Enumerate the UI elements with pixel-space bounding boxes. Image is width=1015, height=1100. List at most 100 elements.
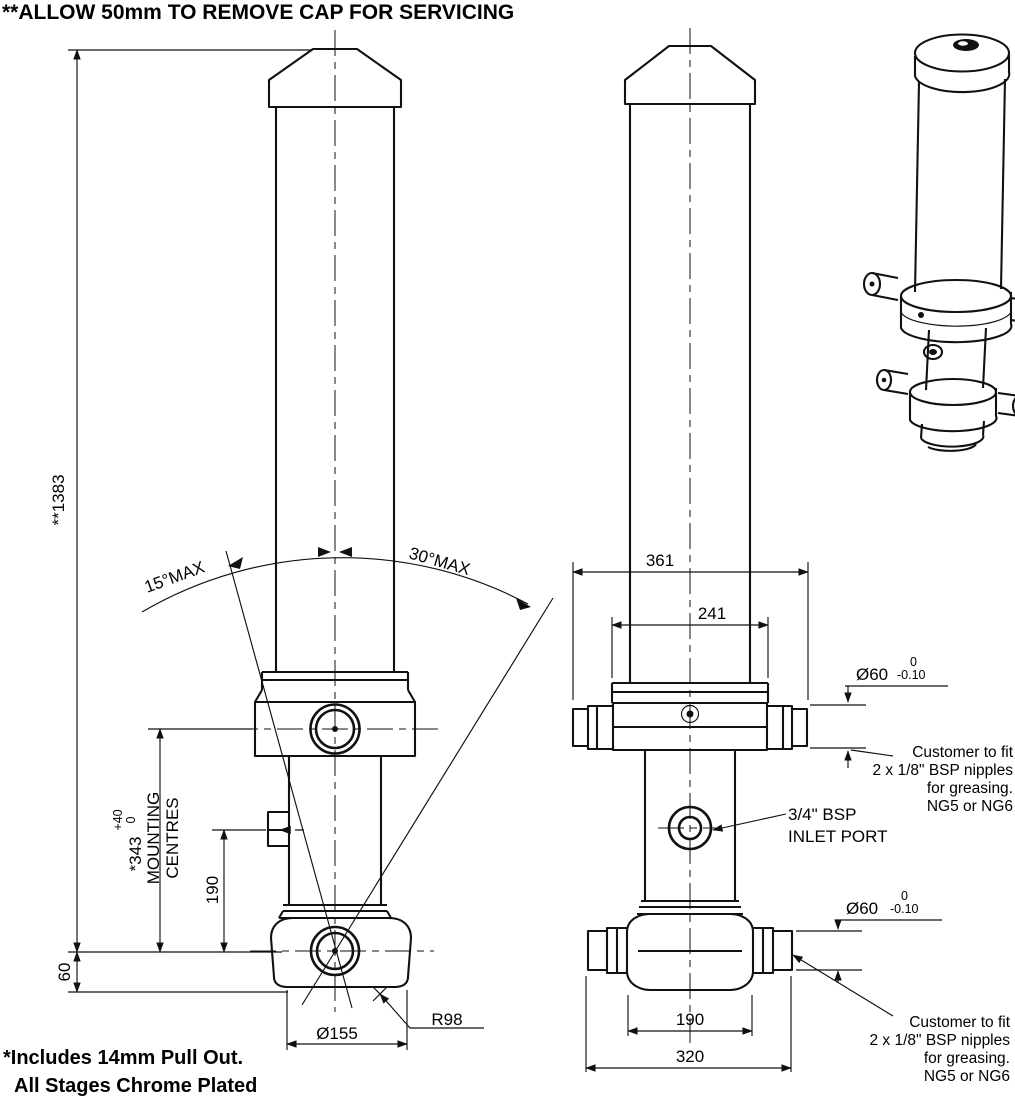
grease-line-2: 2 x 1/8" BSP nipples	[870, 1032, 1011, 1049]
iso-upper-trunnion-rim	[899, 278, 1013, 314]
lug-height-label: 190	[203, 876, 222, 904]
side-view	[232, 30, 444, 1012]
iso-second-tube	[924, 327, 988, 391]
lower-pin-left	[586, 926, 627, 975]
mounting-value: *343	[126, 837, 145, 872]
front-view	[571, 28, 809, 1043]
iso-inlet-hole	[929, 349, 937, 355]
iso-body	[913, 78, 1007, 293]
label-inlet-port: 3/4" BSP INLET PORT	[712, 805, 888, 846]
cylinder-cap	[623, 44, 757, 106]
dim-collar-width: 241	[611, 604, 769, 678]
angle-30-line	[301, 597, 554, 1006]
dim-bottom-outer-width: 320	[585, 976, 792, 1072]
leader-line	[379, 993, 484, 1029]
iso-pin-upper-right-sides	[1009, 296, 1015, 322]
mounting-tol-upper: +40	[111, 809, 125, 830]
lower-collar	[278, 903, 392, 920]
note-grease-lower: Customer to fit 2 x 1/8" BSP nipples for…	[792, 954, 1011, 1085]
dim-bottom-inner-width: 190	[627, 995, 753, 1036]
mounting-lug	[266, 810, 290, 848]
mounting-label-1: MOUNTING	[144, 792, 163, 885]
leader-line	[792, 954, 894, 1017]
collar-width-label: 241	[698, 604, 726, 623]
base-dia-label: Ø155	[316, 1024, 358, 1043]
note-grease-upper: Customer to fit 2 x 1/8" BSP nipples for…	[850, 744, 1014, 815]
arc-arrow-right	[339, 547, 352, 557]
grease-line-3: for greasing.	[924, 1050, 1010, 1067]
isometric-view	[862, 33, 1015, 452]
dim-mounting-centres: +40 0 *343 MOUNTING CENTRES	[111, 728, 252, 953]
angle-left-label: 15°MAX	[142, 558, 207, 597]
iso-lower-trunnion-rim	[908, 377, 998, 407]
trunnion-width-label: 361	[646, 551, 674, 570]
lower-trunnion-block	[625, 912, 755, 992]
guide-collar	[610, 681, 770, 703]
iso-upper-trunnion-band	[900, 307, 1012, 327]
grease-line-1: Customer to fit	[909, 1014, 1010, 1031]
iso-pin-upper-left-sides	[871, 271, 899, 302]
arc-arrow-30	[516, 598, 531, 610]
inlet-port-line-1: 3/4" BSP	[788, 805, 856, 824]
iso-pin-lower-left-dot	[881, 377, 887, 383]
dim-trunnion-width: 361	[572, 551, 809, 700]
lower-pin-right	[753, 926, 794, 975]
iso-upper-trunnion-drum	[899, 292, 1013, 344]
arc-arrow-left	[318, 547, 331, 557]
angle-right-label: 30°MAX	[407, 544, 472, 580]
cylinder-cap	[267, 47, 403, 109]
pin-dia-label: Ø60	[846, 899, 878, 918]
cylinder-tube	[274, 107, 396, 672]
dim-base-height: 60	[55, 951, 288, 993]
grease-line-2: 2 x 1/8" BSP nipples	[873, 762, 1014, 779]
ext-lines	[810, 704, 866, 749]
iso-lower-trunnion-drum	[908, 388, 998, 433]
pin-tol-upper: 0	[901, 889, 908, 903]
bottom-outer-width-label: 320	[676, 1047, 704, 1066]
dim-overall-length: **1383	[49, 49, 313, 953]
ext-lines	[585, 976, 792, 1072]
iso-pin-lower-right	[1011, 397, 1015, 415]
ext-lines	[572, 562, 809, 700]
upper-trunnion-block	[253, 700, 417, 758]
pin-tol-lower: -0.10	[897, 668, 926, 682]
mounting-tol-lower: 0	[124, 816, 138, 823]
base-radius-label: R98	[431, 1010, 462, 1029]
base-height-label: 60	[55, 963, 74, 982]
ext-lines	[796, 930, 862, 971]
leader-line	[850, 749, 894, 757]
mounting-label-2: CENTRES	[163, 797, 182, 878]
ext-lines	[286, 990, 408, 1050]
overall-length-label: **1383	[49, 474, 68, 525]
upper-pin-right	[767, 704, 809, 751]
iso-pin-lower-right-sides	[997, 391, 1015, 417]
leader-line	[712, 813, 787, 832]
iso-cap-hole-highlight	[958, 41, 968, 46]
arc-arrow-15	[228, 557, 243, 569]
grease-line-4: NG5 or NG6	[924, 1068, 1010, 1085]
inlet-port-line-2: INLET PORT	[788, 827, 888, 846]
dim-base-dia: Ø155	[286, 990, 408, 1050]
dim-base-radius: R98	[372, 986, 484, 1029]
note-pullout: *Includes 14mm Pull Out.	[3, 1047, 243, 1069]
dim-pin-dia-lower: Ø60 0 -0.10	[796, 889, 942, 982]
grease-line-1: Customer to fit	[912, 744, 1013, 761]
angle-15-line	[225, 550, 353, 1009]
note-chrome: All Stages Chrome Plated	[14, 1075, 257, 1097]
iso-pin-lower-left-sides	[883, 368, 909, 396]
grease-line-3: for greasing.	[927, 780, 1013, 797]
pin-tol-lower: -0.10	[890, 902, 919, 916]
dim-lug-height: 190	[203, 829, 266, 953]
bottom-inner-width-label: 190	[676, 1010, 704, 1029]
note-servicing: **ALLOW 50mm TO REMOVE CAP FOR SERVICING	[2, 1, 514, 24]
pin-tol-upper: 0	[910, 655, 917, 669]
cylinder-tube	[628, 104, 752, 683]
iso-grease-dot	[918, 312, 924, 318]
grease-port	[680, 704, 700, 724]
upper-pin-left	[571, 704, 613, 751]
grease-port-center	[686, 710, 694, 718]
pin-dia-label: Ø60	[856, 665, 888, 684]
iso-bottom-stub	[919, 420, 986, 452]
iso-inlet-boss	[922, 343, 944, 361]
